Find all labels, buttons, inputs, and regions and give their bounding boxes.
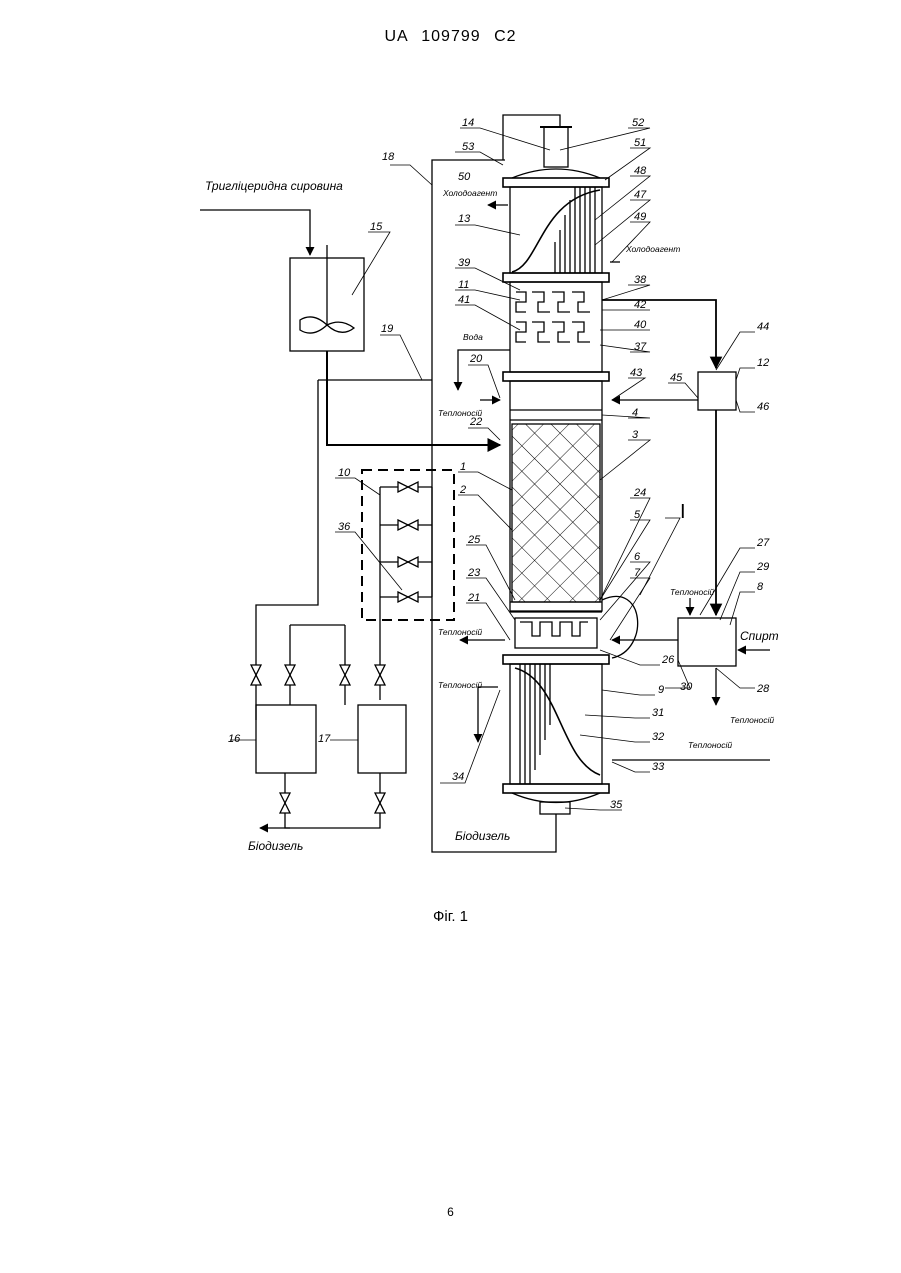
- callout-28: 28: [756, 683, 770, 695]
- callout-8: 8: [757, 581, 764, 593]
- label-detail-mark: I: [680, 501, 686, 523]
- callout-4: 4: [632, 407, 638, 419]
- callout-11: 11: [458, 279, 469, 291]
- left-piping: [200, 210, 500, 828]
- callout-18: 18: [382, 151, 395, 163]
- callout-10: 10: [338, 467, 351, 479]
- process-flow-diagram: Тригліцеридна сировина Холодоагент Холод…: [0, 0, 901, 900]
- callout-41: 41: [458, 294, 470, 306]
- callout-23: 23: [467, 567, 481, 579]
- label-biodiesel-left: Біодизель: [248, 839, 303, 853]
- label-coolant-33: Теплоносій: [688, 740, 732, 750]
- callout-38: 38: [634, 274, 647, 286]
- callout-33: 33: [652, 761, 665, 773]
- label-feedstock: Тригліцеридна сировина: [205, 179, 343, 193]
- callout-49: 49: [634, 211, 646, 223]
- callout-leaders: [230, 128, 755, 810]
- label-water: Вода: [463, 332, 483, 342]
- callout-15: 15: [370, 221, 383, 233]
- callout-31: 31: [652, 707, 664, 719]
- callout-1: 1: [460, 461, 466, 473]
- callout-7: 7: [634, 567, 641, 579]
- callout-13: 13: [458, 213, 471, 225]
- callout-5: 5: [634, 509, 641, 521]
- callout-50: 50: [458, 171, 471, 183]
- callout-43: 43: [630, 367, 643, 379]
- label-coolant-27: Теплоносій: [670, 587, 714, 597]
- page-number: 6: [0, 1205, 901, 1219]
- callout-25: 25: [467, 534, 481, 546]
- callout-27: 27: [756, 537, 770, 549]
- callout-53: 53: [462, 141, 475, 153]
- callout-9: 9: [658, 684, 664, 696]
- callout-6: 6: [634, 551, 641, 563]
- callout-32: 32: [652, 731, 664, 743]
- callout-2: 2: [459, 484, 466, 496]
- figure-caption: Фіг. 1: [0, 908, 901, 925]
- callout-22: 22: [469, 416, 482, 428]
- callout-17: 17: [318, 733, 331, 745]
- label-biodiesel-center: Біодизель: [455, 829, 510, 843]
- callout-34: 34: [452, 771, 464, 783]
- callout-51: 51: [634, 137, 646, 149]
- callout-3: 3: [632, 429, 639, 441]
- callout-36: 36: [338, 521, 351, 533]
- label-alcohol: Спирт: [740, 629, 779, 643]
- label-coolant-28: Теплоносій: [730, 715, 774, 725]
- label-refrigerant-in: Холодоагент: [625, 244, 680, 254]
- callout-39: 39: [458, 257, 470, 269]
- callout-52: 52: [632, 117, 644, 129]
- callout-30: 30: [680, 681, 693, 693]
- callout-37: 37: [634, 341, 647, 353]
- callout-44: 44: [757, 321, 769, 333]
- callout-20: 20: [469, 353, 483, 365]
- callout-29: 29: [756, 561, 769, 573]
- callout-24: 24: [633, 487, 646, 499]
- label-coolant-34: Теплоносій: [438, 680, 482, 690]
- callout-19: 19: [381, 323, 393, 335]
- callout-numbers: 1452535118504847134915393811424140441937…: [228, 117, 770, 811]
- label-coolant-21: Теплоносій: [438, 627, 482, 637]
- callout-21: 21: [467, 592, 480, 604]
- column-body: [503, 127, 609, 814]
- callout-35: 35: [610, 799, 623, 811]
- callout-47: 47: [634, 189, 647, 201]
- callout-26: 26: [661, 654, 675, 666]
- callout-16: 16: [228, 733, 241, 745]
- label-refrigerant-out: Холодоагент: [442, 188, 497, 198]
- callout-48: 48: [634, 165, 647, 177]
- callout-46: 46: [757, 401, 770, 413]
- callout-40: 40: [634, 319, 647, 331]
- callout-12: 12: [757, 357, 769, 369]
- callout-42: 42: [634, 299, 646, 311]
- callout-45: 45: [670, 372, 683, 384]
- callout-14: 14: [462, 117, 474, 129]
